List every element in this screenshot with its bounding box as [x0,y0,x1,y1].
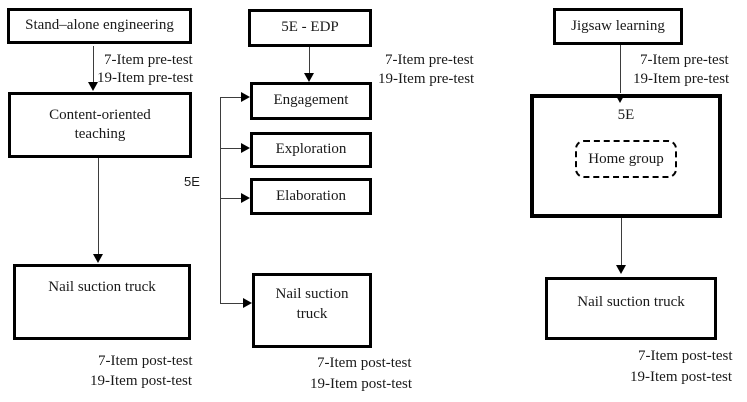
bracket-5e-label: 5E [184,174,200,189]
box-standalone-engineering-label: Stand–alone engineering [25,17,174,34]
connector-line-middle-pretest [309,47,310,74]
label-right-pretest-19: 19-Item pre-test [633,71,730,87]
box-left-nail-suction-truck: Nail suction truck [13,264,191,340]
label-left-posttest-7: 7-Item post-test [98,353,193,369]
middle-nail-line1: Nail suction [275,286,349,302]
label-left-posttest-19: 19-Item post-test [90,373,193,389]
box-left-nail-suction-truck-label: Nail suction truck [48,279,156,295]
box-5e-edp: 5E - EDP [248,9,372,47]
label-middle-posttest-7: 7-Item post-test [317,355,412,371]
label-left-pretest-7: 7-Item pre-test [104,52,193,68]
label-middle-pretest-19: 19-Item pre-test [378,71,475,87]
connector-line-left-pretest [93,46,94,83]
box-middle-nail-suction-truck-label: Nail suction truck [255,285,369,324]
box-5e-group: 5E [530,94,722,218]
label-right-pretest-7: 7-Item pre-test [640,52,729,68]
connector-line-left-main [98,158,99,255]
box-content-oriented-teaching-label: Content-oriented teaching [11,106,189,145]
label-left-pretest-19: 19-Item pre-test [97,70,194,86]
bracket-stub-engagement [220,97,242,98]
box-engagement-label: Engagement [273,92,349,109]
box-right-nail-suction-truck: Nail suction truck [545,277,717,340]
box-standalone-engineering: Stand–alone engineering [7,8,192,44]
connector-line-right-pretest [620,45,621,93]
content-oriented-line2: teaching [74,126,126,142]
box-content-oriented-teaching: Content-oriented teaching [8,92,192,158]
arrow-down-icon [88,82,98,91]
connector-line-right-main [621,218,622,266]
box-home-group-label: Home group [588,150,664,167]
arrow-right-icon [241,143,250,153]
box-jigsaw-learning-label: Jigsaw learning [571,17,665,34]
label-right-posttest-19: 19-Item post-test [630,369,733,385]
box-right-nail-suction-truck-label: Nail suction truck [577,293,685,310]
bracket-stub-exploration [220,148,242,149]
box-elaboration: Elaboration [250,178,372,215]
box-home-group: Home group [575,140,677,178]
middle-nail-line2: truck [296,305,328,322]
bracket-5e-line [220,97,221,303]
label-middle-pretest-7: 7-Item pre-test [385,52,474,68]
box-5e-edp-label: 5E - EDP [281,19,339,36]
content-oriented-line1: Content-oriented [49,106,151,123]
arrow-right-icon [243,298,252,308]
bracket-stub-elaboration [220,198,242,199]
arrow-down-icon [93,254,103,263]
box-exploration-label: Exploration [275,141,347,158]
label-middle-posttest-19: 19-Item post-test [310,376,413,392]
box-exploration: Exploration [250,132,372,168]
arrow-down-icon [304,73,314,82]
box-jigsaw-learning: Jigsaw learning [553,8,683,45]
arrow-down-icon [615,94,625,103]
arrow-right-icon [241,193,250,203]
label-right-posttest-7: 7-Item post-test [638,348,733,364]
box-engagement: Engagement [250,82,372,120]
box-5e-group-label: 5E [617,107,635,123]
arrow-right-icon [241,92,250,102]
box-middle-nail-suction-truck: Nail suction truck [252,273,372,348]
box-elaboration-label: Elaboration [276,187,346,204]
bracket-stub-nail-truck [220,303,244,304]
arrow-down-icon [616,265,626,274]
